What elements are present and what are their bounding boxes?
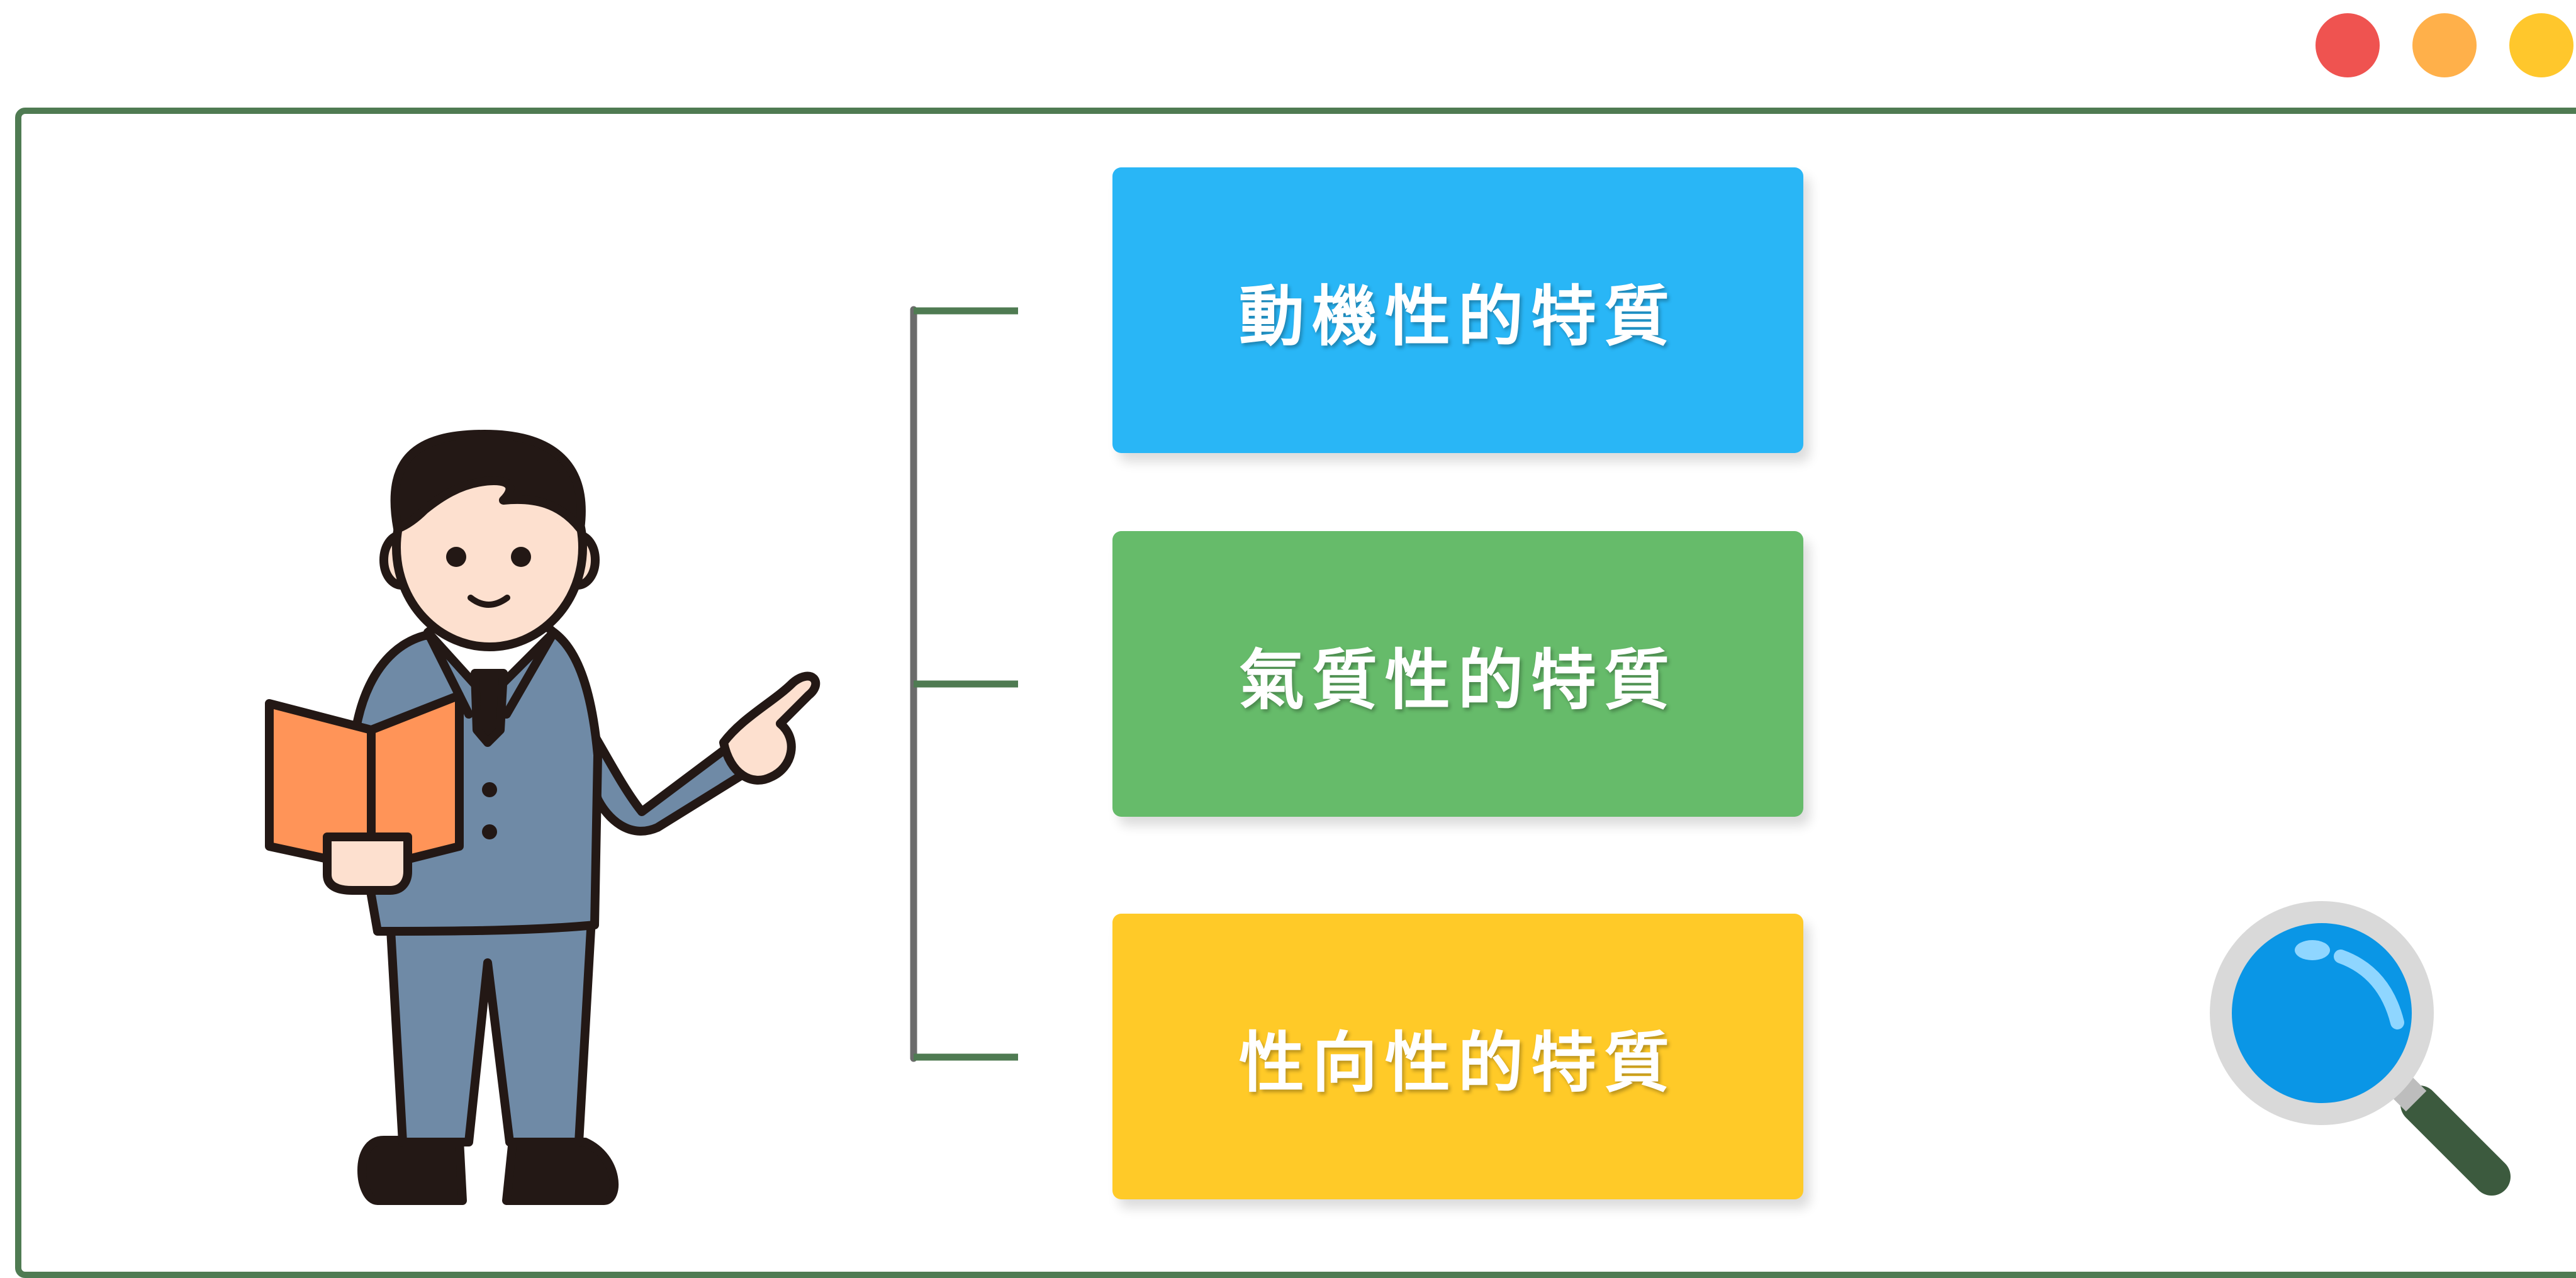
trait-label: 性向性的特質 — [1238, 1024, 1677, 1101]
trait-label: 氣質性的特質 — [1238, 641, 1677, 719]
window-dot-yellow[interactable] — [2509, 13, 2573, 77]
trait-box-aptitude: 性向性的特質 — [1112, 914, 1803, 1199]
trait-box-temperamental: 氣質性的特質 — [1112, 531, 1803, 817]
window-dot-red[interactable] — [2316, 13, 2380, 77]
trait-label: 動機性的特質 — [1238, 277, 1677, 355]
window-dot-orange[interactable] — [2412, 13, 2477, 77]
trait-box-motivational: 動機性的特質 — [1112, 167, 1803, 453]
